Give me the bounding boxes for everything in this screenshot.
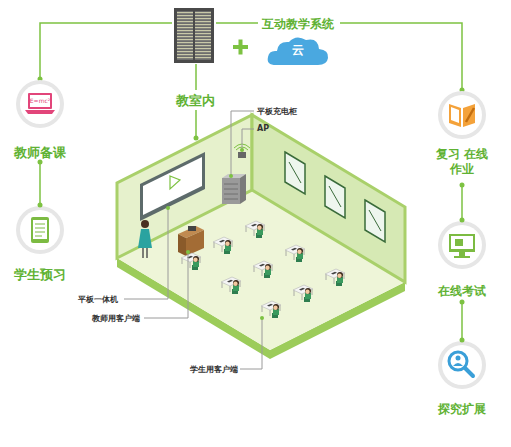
icon-text: E=mc² [10,97,70,104]
connector-line [39,162,41,205]
system-title: 互动教学系统 [262,16,334,33]
monitor-icon [449,234,475,258]
node-label: 云 [266,43,330,57]
connector-line [461,302,463,340]
icon-node: 在线考试 [427,220,497,302]
node-label: 教师备课 [10,145,70,161]
icon-node: 复习 在线作业 [427,90,497,185]
part-label: 教师用客户端 [92,313,140,324]
tablet-icon [31,217,49,243]
leader-lines [124,111,262,369]
part-label: 平板充电柜 [257,106,297,117]
cloud-node: 云 [266,33,330,67]
node-label: 探究扩展 [427,402,497,416]
part-label: 平板一体机 [78,294,118,305]
icon-circles [16,80,486,389]
book-icon [449,104,475,127]
node-label: 学生预习 [10,267,70,283]
server-icon [174,8,214,63]
node-label: 复习 在线作业 [434,147,490,177]
node-label: 在线考试 [427,284,497,298]
part-label: AP [257,124,269,133]
part-label: 学生用客户端 [190,364,238,375]
icon-node: 探究扩展 [427,340,497,422]
area-label: 教室内 [176,92,215,110]
connector-dot [460,183,465,188]
connector-dot [460,338,465,343]
icon-node: E=mc² 教师备课 [10,80,70,162]
connector-dot [38,203,43,208]
plus-symbol [233,40,248,55]
connector-line [461,185,463,220]
connector-dot [460,218,465,223]
icon-node: 学生预习 [10,205,70,282]
connector-dot [460,300,465,305]
magnifier-icon [449,352,473,376]
leader-dots [166,148,264,320]
connector-dot [38,160,43,165]
classroom [117,115,405,359]
